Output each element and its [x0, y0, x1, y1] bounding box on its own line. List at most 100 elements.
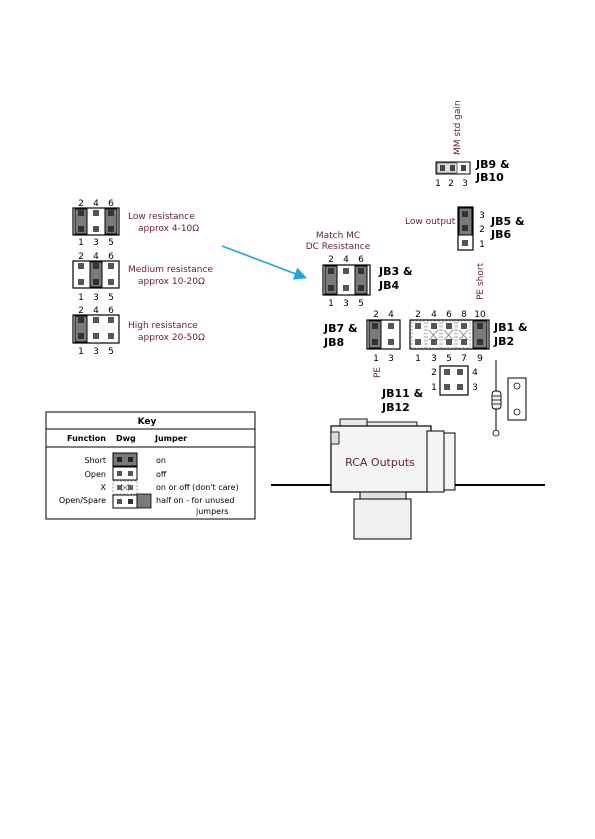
- pin-label: 1: [78, 293, 84, 303]
- pin-label: 3: [431, 354, 437, 364]
- key-open-icon: [112, 466, 138, 481]
- pin-label: 7: [461, 354, 467, 364]
- key-title: Key: [138, 417, 157, 427]
- jumper-id: JB7 &: [323, 322, 358, 335]
- pin-label: 3: [93, 293, 99, 303]
- pin-label: 6: [358, 255, 364, 265]
- jumper-id: JB4: [378, 279, 399, 292]
- pin-label: 4: [93, 252, 99, 262]
- config-label: High resistance: [128, 321, 198, 331]
- key-function: X: [101, 483, 107, 492]
- config-sublabel: approx 20-50Ω: [138, 333, 205, 343]
- low-output-label: Low output: [405, 217, 456, 227]
- match-mc-label: Match MC: [316, 231, 360, 241]
- key-header-function: Function: [67, 434, 106, 443]
- pin-label: 2: [479, 225, 485, 235]
- pin-label: 2: [328, 255, 334, 265]
- config-sublabel: approx 10-20Ω: [138, 277, 205, 287]
- key-jumper-cont: jumpers: [195, 507, 229, 516]
- key-function: Open: [85, 470, 106, 479]
- key-function: Open/Spare: [59, 496, 106, 505]
- key-function: Short: [85, 456, 106, 465]
- jb1-jb2: 2 4 6 8 10 1 3 5 7 9 JB1 & JB2: [409, 310, 528, 364]
- jumper-shorted: [472, 320, 488, 349]
- pin-label: 5: [108, 238, 114, 248]
- key-jumper: on or off (don't care): [156, 483, 239, 492]
- jumper-id: JB2: [493, 335, 514, 348]
- key-jumper: half on - for unused: [156, 496, 234, 505]
- resistor-icon: [491, 360, 502, 437]
- bracket-icon: [507, 377, 527, 421]
- pin-label: 2: [78, 252, 84, 262]
- pin-label: 6: [108, 306, 114, 316]
- pin-label: 4: [388, 310, 394, 320]
- pin-label: 1: [78, 347, 84, 357]
- key-legend: Key Function Dwg Jumper Short on Open of…: [45, 411, 256, 520]
- key-half-on-icon: [112, 494, 138, 509]
- arrow-icon: [221, 245, 307, 280]
- jumper-id: JB10: [475, 171, 504, 184]
- key-jumper: on: [156, 456, 166, 465]
- jumper-id: JB3 &: [378, 265, 413, 278]
- pin-label: 2: [415, 310, 421, 320]
- jumper-id: JB12: [381, 401, 410, 414]
- pin-label: 1: [373, 354, 379, 364]
- jumper-id: JB11 &: [381, 387, 424, 400]
- pin-label: 4: [343, 255, 349, 265]
- key-short-icon: [112, 452, 138, 467]
- pin-label: 3: [343, 299, 349, 309]
- pe-short-label: PE short: [476, 262, 486, 300]
- jb11-jb12: 2 1 4 3 JB11 & JB12: [381, 365, 478, 414]
- key-header-jumper: Jumper: [154, 434, 187, 443]
- pin-label: 4: [431, 310, 437, 320]
- pin-label: 2: [448, 179, 454, 189]
- pin-label: 6: [446, 310, 452, 320]
- pin-label: 2: [78, 306, 84, 316]
- config-sublabel: approx 4-10Ω: [138, 224, 199, 234]
- jumper-id: JB9 &: [475, 158, 510, 171]
- pin-label: 4: [93, 199, 99, 209]
- jb3-jb4: Match MC DC Resistance 2 4 6 1 3 5 JB3 &…: [306, 231, 413, 309]
- pin-label: 1: [328, 299, 334, 309]
- pin-label: 6: [108, 199, 114, 209]
- jumper-id: JB1 &: [493, 321, 528, 334]
- pin-label: 5: [446, 354, 452, 364]
- pin-label: 5: [358, 299, 364, 309]
- pin-label: 1: [431, 383, 437, 393]
- config-label: Medium resistance: [128, 265, 213, 275]
- jumper-id: JB6: [490, 228, 511, 241]
- pin-label: 5: [108, 347, 114, 357]
- resistance-config-high: 2 4 6 1 3 5 High resistance approx 20-50…: [72, 306, 205, 357]
- pin-label: 3: [93, 238, 99, 248]
- rca-outputs-label: RCA Outputs: [345, 456, 415, 469]
- jumper-id: JB8: [323, 336, 344, 349]
- jb7-jb8: JB7 & JB8 2 4 1 3 PE: [323, 310, 401, 378]
- rca-connector-icon: RCA Outputs: [271, 418, 545, 540]
- pin-label: 10: [474, 310, 486, 320]
- pin-label: 3: [93, 347, 99, 357]
- pin-label: 3: [388, 354, 394, 364]
- pin-label: 3: [472, 383, 478, 393]
- pin-label: 2: [373, 310, 379, 320]
- pin-label: 6: [108, 252, 114, 262]
- pin-label: 4: [472, 368, 478, 378]
- pin-label: 2: [78, 199, 84, 209]
- key-jumper: off: [156, 470, 167, 479]
- pin-label: 1: [479, 240, 485, 250]
- pin-label: 5: [108, 293, 114, 303]
- pin-label: 9: [477, 354, 483, 364]
- pe-label: PE: [373, 367, 383, 378]
- mm-gain-label: MM std gain: [453, 100, 463, 155]
- resistance-config-low: 2 4 6 1 3 5 Low resistance approx 4-10Ω: [72, 199, 199, 248]
- pin-label: 4: [93, 306, 99, 316]
- pin-label: 2: [431, 368, 437, 378]
- pin-label: 3: [462, 179, 468, 189]
- jb5-jb6: Low output 3 2 1 JB5 & JB6 PE short: [405, 206, 525, 300]
- config-label: Low resistance: [128, 212, 195, 222]
- pin-label: 1: [435, 179, 441, 189]
- pin-label: 1: [78, 238, 84, 248]
- resistance-config-medium: 2 4 6 1 3 5 Medium resistance approx 10-…: [72, 252, 213, 303]
- key-header-dwg: Dwg: [116, 434, 136, 443]
- pin-label: 8: [461, 310, 467, 320]
